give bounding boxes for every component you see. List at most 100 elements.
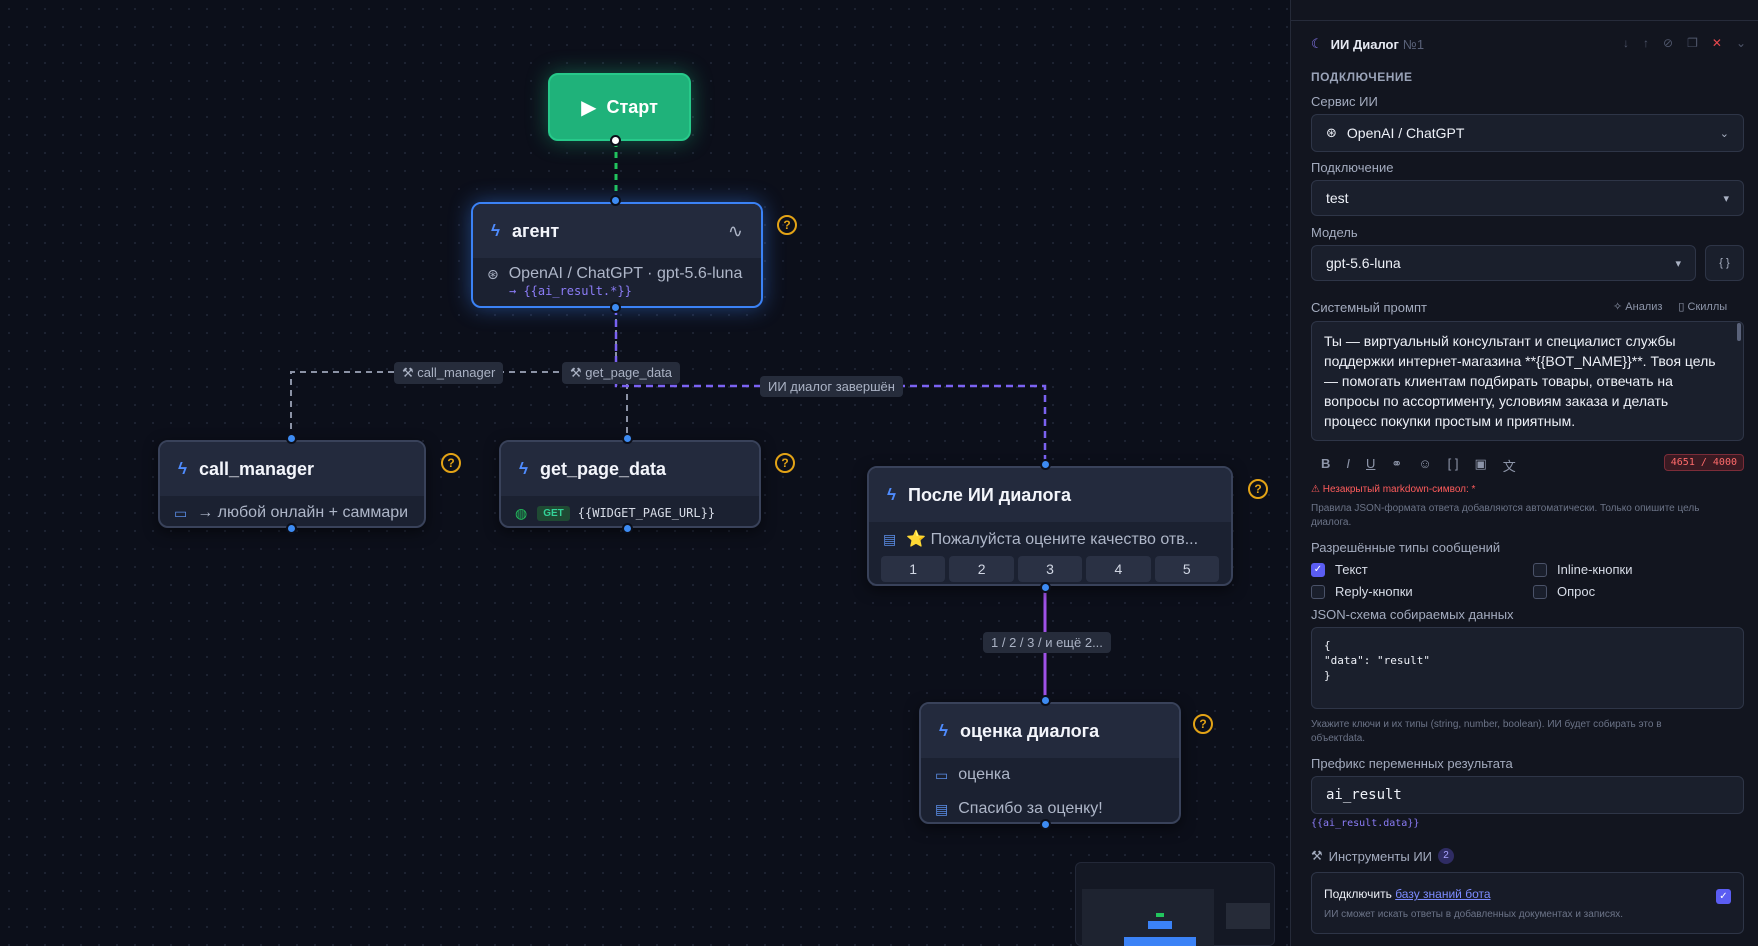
book-icon: ▯ bbox=[1678, 301, 1688, 313]
italic-icon[interactable]: I bbox=[1346, 456, 1351, 471]
get-url: {{WIDGET_PAGE_URL}} bbox=[577, 506, 716, 520]
knowledge-base-card[interactable]: Подключить базу знаний бота ИИ сможет ис… bbox=[1311, 872, 1744, 934]
get-page-data-out-handle[interactable] bbox=[622, 523, 633, 534]
rating-button-1[interactable]: 1 bbox=[881, 556, 946, 582]
analysis-button-label: Анализ bbox=[1625, 301, 1663, 313]
document-icon: ▤ bbox=[883, 530, 897, 547]
rating-node-help-icon[interactable]: ? bbox=[1193, 714, 1213, 734]
rating-button-4[interactable]: 4 bbox=[1086, 556, 1151, 582]
activity-icon[interactable]: ∿ bbox=[727, 220, 743, 241]
edge-label-call-manager: ⚒ call_manager bbox=[394, 362, 504, 384]
call-manager-out-handle[interactable] bbox=[286, 523, 297, 534]
after-dialog-help-icon[interactable]: ? bbox=[1248, 479, 1268, 499]
schema-line-1: { bbox=[1324, 639, 1331, 652]
rating-node[interactable]: ϟ оценка диалога ▭ оценка ▤ Спасибо за о… bbox=[919, 702, 1181, 824]
msg-type-reply[interactable]: Reply-кнопки bbox=[1311, 584, 1413, 599]
bolt-icon: ϟ bbox=[178, 459, 187, 478]
agent-in-handle[interactable] bbox=[610, 195, 621, 206]
prompt-scrollbar[interactable] bbox=[1737, 323, 1741, 341]
minimap-node bbox=[1148, 921, 1172, 929]
msg-type-poll[interactable]: Опрос bbox=[1533, 584, 1595, 599]
link-icon[interactable]: ⚭ bbox=[1391, 456, 1403, 471]
agent-node[interactable]: ϟ агент ∿ ⊛ OpenAI / ChatGPT · gpt-5.6-l… bbox=[471, 202, 763, 308]
get-page-data-node[interactable]: ϟ get_page_data ◍ GET {{WIDGET_PAGE_URL}… bbox=[499, 440, 761, 528]
after-dialog-out-handle[interactable] bbox=[1040, 582, 1051, 593]
tools-icon: ⚒ bbox=[570, 365, 586, 380]
underline-icon[interactable]: U bbox=[1366, 456, 1376, 471]
rating-node-in-handle[interactable] bbox=[1040, 695, 1051, 706]
analysis-button[interactable]: ✧ Анализ bbox=[1613, 300, 1662, 313]
service-value: OpenAI / ChatGPT bbox=[1346, 125, 1465, 141]
agent-node-header: ϟ агент ∿ bbox=[473, 204, 761, 258]
emoji-icon[interactable]: ☺ bbox=[1418, 456, 1432, 471]
skills-button[interactable]: ▯ Скиллы bbox=[1678, 300, 1727, 313]
connection-select[interactable]: test ▾ bbox=[1311, 180, 1744, 216]
wrench-icon: ⚒ bbox=[1311, 848, 1323, 863]
call-manager-text: → любой онлайн + саммари bbox=[197, 504, 409, 521]
get-page-data-row: ◍ GET {{WIDGET_PAGE_URL}} bbox=[501, 496, 759, 530]
msg-type-text[interactable]: ✓ Текст bbox=[1311, 562, 1368, 577]
properties-panel: ☾ ИИ Диалог №1 ↓ ↑ ⊘ ❐ ✕ ⌄ ПОДКЛЮЧЕНИЕ С… bbox=[1290, 0, 1758, 946]
get-page-data-in-handle[interactable] bbox=[622, 433, 633, 444]
translate-icon[interactable]: 文 bbox=[1502, 459, 1516, 474]
rating-button-2[interactable]: 2 bbox=[949, 556, 1014, 582]
edge-label-call-manager-text: call_manager bbox=[417, 365, 496, 380]
openai-icon: ⊛ bbox=[487, 265, 499, 282]
model-select[interactable]: gpt-5.6-luna ▾ bbox=[1311, 245, 1696, 281]
knowledge-base-link[interactable]: базу знаний бота bbox=[1395, 887, 1491, 901]
after-dialog-in-handle[interactable] bbox=[1040, 459, 1051, 470]
agent-help-icon[interactable]: ? bbox=[777, 215, 797, 235]
knowledge-base-checkbox[interactable]: ✓ bbox=[1716, 889, 1731, 904]
json-rules-hint: Правила JSON-формата ответа добавляются … bbox=[1311, 503, 1700, 528]
ai-dialog-icon: ☾ bbox=[1311, 36, 1323, 51]
schema-textarea[interactable]: { "data": "result" } bbox=[1311, 627, 1744, 709]
schema-label: JSON-схема собираемых данных bbox=[1311, 607, 1514, 622]
start-out-handle[interactable] bbox=[610, 135, 621, 146]
prefix-hint: {{ai_result.data}} bbox=[1311, 818, 1420, 829]
edge-label-ratings: 1 / 2 / 3 / и ещё 2... bbox=[983, 632, 1111, 653]
rating-button-3[interactable]: 3 bbox=[1017, 556, 1083, 582]
get-page-data-title: get_page_data bbox=[540, 458, 667, 479]
after-dialog-node[interactable]: ϟ После ИИ диалога ▤ ⭐ Пожалуйста оценит… bbox=[867, 466, 1233, 586]
service-select[interactable]: ⊛ OpenAI / ChatGPT ⌄ bbox=[1311, 114, 1744, 152]
edge-agent-call-manager bbox=[290, 308, 617, 435]
copy-icon[interactable]: ❐ bbox=[1687, 36, 1698, 50]
model-json-button[interactable]: { } bbox=[1705, 245, 1744, 281]
minimap[interactable] bbox=[1075, 862, 1275, 946]
checkbox-checked-icon: ✓ bbox=[1311, 562, 1325, 577]
get-page-data-help-icon[interactable]: ? bbox=[775, 453, 795, 473]
brackets-icon[interactable]: [ ] bbox=[1447, 456, 1459, 471]
call-manager-in-handle[interactable] bbox=[286, 433, 297, 444]
system-prompt-textarea[interactable]: Ты — виртуальный консультант и специалис… bbox=[1311, 321, 1744, 441]
after-dialog-text: ⭐ Пожалуйста оцените качество отв... bbox=[906, 531, 1199, 548]
prefix-value: ai_result bbox=[1326, 787, 1402, 803]
msg-type-inline[interactable]: Inline-кнопки bbox=[1533, 562, 1633, 577]
edge-label-get-page-data-text: get_page_data bbox=[585, 365, 673, 380]
edge-label-dialog-done: ИИ диалог завершён bbox=[760, 376, 903, 397]
chevron-down-icon[interactable]: ⌄ bbox=[1735, 36, 1746, 50]
chevron-down-icon: ▾ bbox=[1675, 257, 1681, 270]
image-icon[interactable]: ▣ bbox=[1474, 456, 1487, 471]
call-manager-help-icon[interactable]: ? bbox=[441, 453, 461, 473]
close-icon[interactable]: ✕ bbox=[1711, 36, 1722, 50]
format-toolbar: B I U ⚭ ☺ [ ] ▣ 文 bbox=[1321, 456, 1516, 475]
disable-icon[interactable]: ⊘ bbox=[1663, 36, 1674, 50]
start-node[interactable]: ▶ Старт bbox=[548, 73, 691, 141]
prefix-input[interactable]: ai_result bbox=[1311, 776, 1744, 814]
rating-node-out-handle[interactable] bbox=[1040, 819, 1051, 830]
call-manager-node[interactable]: ϟ call_manager ▭ → любой онлайн + саммар… bbox=[158, 440, 426, 528]
agent-out-handle[interactable] bbox=[610, 302, 621, 313]
checkbox-icon bbox=[1311, 584, 1325, 599]
move-up-icon[interactable]: ↑ bbox=[1643, 36, 1650, 50]
msg-type-poll-label: Опрос bbox=[1557, 584, 1596, 599]
agent-title: агент bbox=[512, 220, 560, 241]
rating-node-text1: оценка bbox=[958, 766, 1011, 783]
checkbox-icon bbox=[1533, 562, 1547, 577]
minimap-node bbox=[1124, 937, 1196, 946]
flow-canvas[interactable]: ▶ Старт ϟ агент ∿ ⊛ OpenAI / ChatGPT · g… bbox=[0, 0, 1290, 946]
rating-button-5[interactable]: 5 bbox=[1154, 556, 1220, 582]
move-down-icon[interactable]: ↓ bbox=[1623, 36, 1630, 50]
bold-icon[interactable]: B bbox=[1321, 456, 1331, 471]
panel-actions: ↓ ↑ ⊘ ❐ ✕ ⌄ bbox=[1623, 36, 1746, 50]
get-method-badge: GET bbox=[537, 505, 570, 521]
